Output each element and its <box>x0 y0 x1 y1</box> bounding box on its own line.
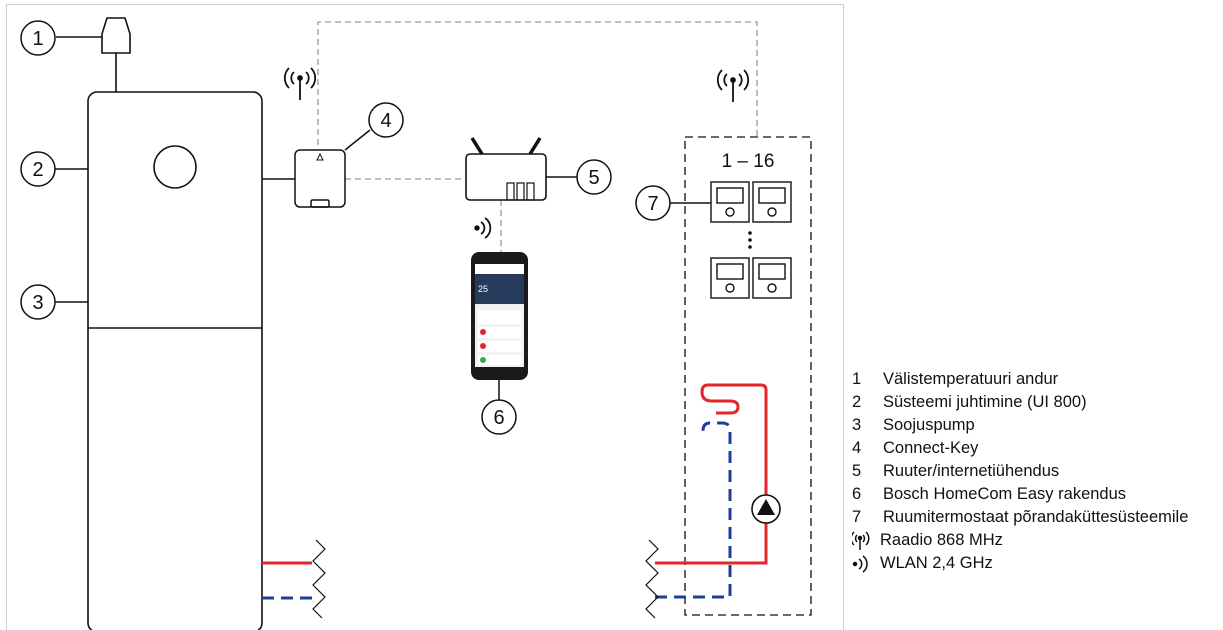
legend-item: 4 Connect-Key <box>852 437 1188 460</box>
legend-number: 2 <box>852 393 862 411</box>
room-thermostats <box>710 181 792 299</box>
heat-pump-unit <box>55 91 295 630</box>
legend-text: Ruumitermostaat põrandaküttesüsteemile <box>883 508 1189 526</box>
legend-item: 1 Välistemperatuuri andur <box>852 368 1188 391</box>
legend-item: 5 Ruuter/internetiühendus <box>852 460 1188 483</box>
diagram-frame <box>6 4 844 630</box>
svg-text:2: 2 <box>32 159 43 181</box>
legend-item: 2 Süsteemi juhtimine (UI 800) <box>852 391 1188 414</box>
system-control-display <box>153 145 197 189</box>
callout-4: 4 <box>368 102 404 138</box>
legend-text: Välistemperatuuri andur <box>883 370 1059 388</box>
legend-item-wlan: WLAN 2,4 GHz <box>852 552 1188 575</box>
legend-number: 4 <box>852 439 862 457</box>
legend-text: Connect-Key <box>883 439 979 457</box>
legend-radio-text: Raadio 868 MHz <box>880 531 1003 549</box>
radio-antenna-icon <box>283 67 317 100</box>
outdoor-temperature-sensor <box>56 17 131 92</box>
legend-item: 3 Soojuspump <box>852 414 1188 437</box>
svg-text:5: 5 <box>588 167 599 189</box>
legend-number: 7 <box>852 508 862 526</box>
svg-text:4: 4 <box>380 110 391 132</box>
svg-text:6: 6 <box>493 407 504 429</box>
circulation-pump-icon <box>751 494 781 524</box>
thermostat-range: 1 – 16 <box>722 151 775 172</box>
callout-6: 6 <box>481 399 517 435</box>
thermostat-zone-box <box>684 136 812 616</box>
dashed-connections <box>317 21 758 252</box>
svg-text:1: 1 <box>32 28 43 50</box>
legend-item: 6 Bosch HomeCom Easy rakendus <box>852 483 1188 506</box>
legend-item: 7 Ruumitermostaat põrandaküttesüsteemile <box>852 506 1188 529</box>
callout-7: 7 <box>635 185 671 221</box>
floor-heating-supply-loop <box>655 383 768 565</box>
wifi-waves-icon <box>474 217 492 239</box>
router-device <box>465 137 578 201</box>
smartphone-app: 25 <box>471 252 528 400</box>
svg-text:7: 7 <box>647 193 658 215</box>
legend-item-radio: Raadio 868 MHz <box>850 529 1188 552</box>
legend-text: Bosch HomeCom Easy rakendus <box>883 485 1127 503</box>
svg-text:25: 25 <box>478 284 488 294</box>
legend-text: Ruuter/internetiühendus <box>883 462 1060 480</box>
radio-antenna-icon <box>716 69 750 102</box>
callout-2: 2 <box>20 151 56 187</box>
thermostat-ellipsis <box>748 231 752 249</box>
legend-number: 5 <box>852 462 862 480</box>
floor-heating-return-loop <box>655 421 732 599</box>
radio-antenna-icon <box>850 530 880 551</box>
svg-text:3: 3 <box>32 292 43 314</box>
wifi-waves-icon <box>852 554 880 574</box>
legend: 1 Välistemperatuuri andur 2 Süsteemi juh… <box>850 368 1188 575</box>
connect-key-device <box>294 129 371 208</box>
break-symbol-left <box>312 539 326 619</box>
legend-text: Soojuspump <box>883 416 975 434</box>
legend-wlan-text: WLAN 2,4 GHz <box>880 554 993 572</box>
break-symbol-right <box>645 539 659 619</box>
legend-text: Süsteemi juhtimine (UI 800) <box>883 393 1087 411</box>
callout-3: 3 <box>20 284 56 320</box>
callout-1: 1 <box>20 20 56 56</box>
legend-number: 1 <box>852 370 862 388</box>
legend-number: 6 <box>852 485 862 503</box>
callout-5: 5 <box>576 159 612 195</box>
legend-number: 3 <box>852 416 862 434</box>
